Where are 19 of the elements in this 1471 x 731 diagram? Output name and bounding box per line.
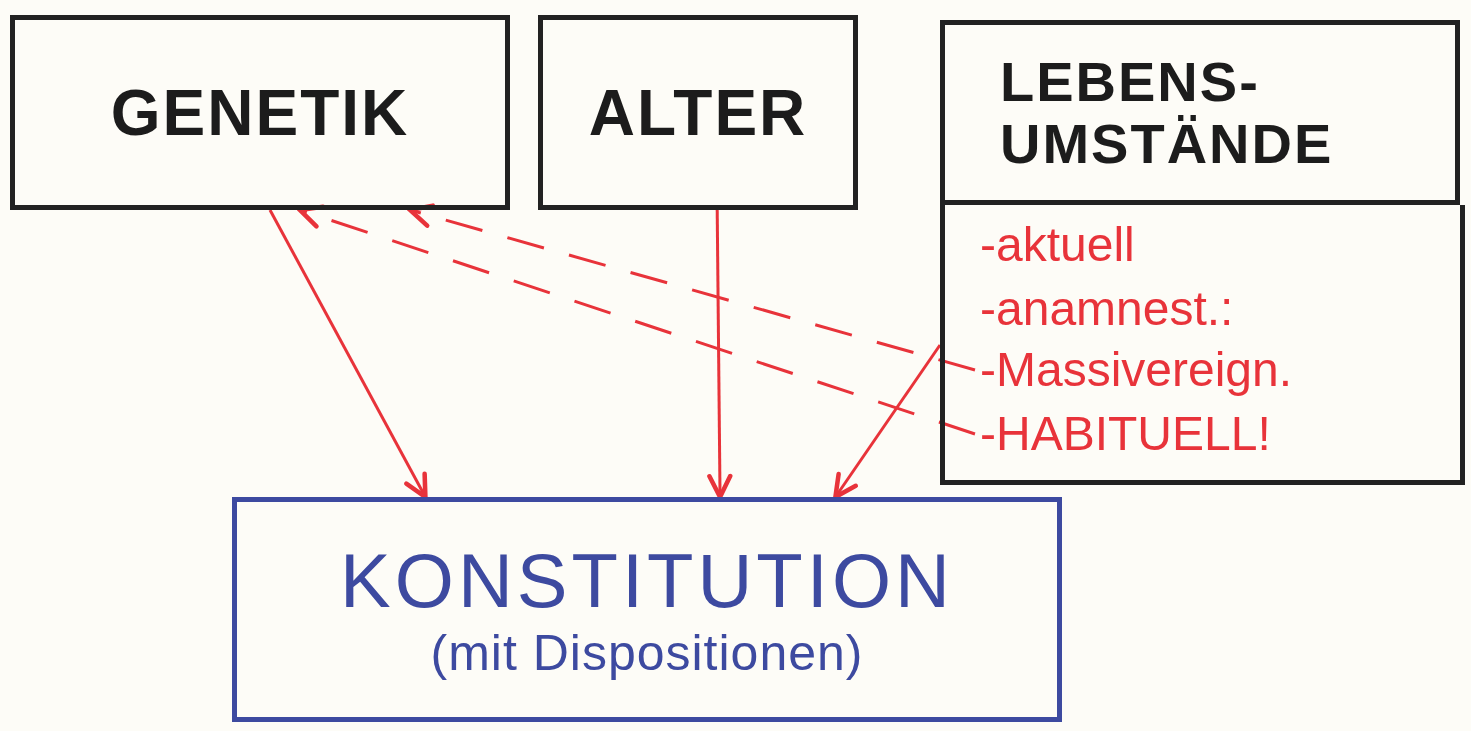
box-label: ALTER (588, 75, 808, 150)
box-label: LEBENS- UMSTÄNDE (1000, 50, 1335, 175)
list-item-text: -HABITUELL! (980, 406, 1271, 461)
arrow (297, 204, 976, 436)
box-label: KONSTITUTION (340, 537, 954, 624)
category-box (10, 15, 510, 210)
list-item-text: -aktuell (980, 217, 1135, 272)
box-label: GENETIK (110, 75, 410, 150)
arrow (407, 203, 976, 372)
arrow (833, 344, 942, 500)
list-item-text: -anamnest.: (980, 281, 1234, 336)
arrow (268, 209, 428, 500)
category-box (940, 20, 1460, 205)
result-box (232, 497, 1062, 722)
category-box (538, 15, 858, 210)
list-box (940, 205, 1465, 485)
subtitle: (mit Dispositionen) (430, 624, 864, 682)
arrow (707, 210, 733, 500)
list-item-text: -Massivereign. (980, 342, 1293, 397)
